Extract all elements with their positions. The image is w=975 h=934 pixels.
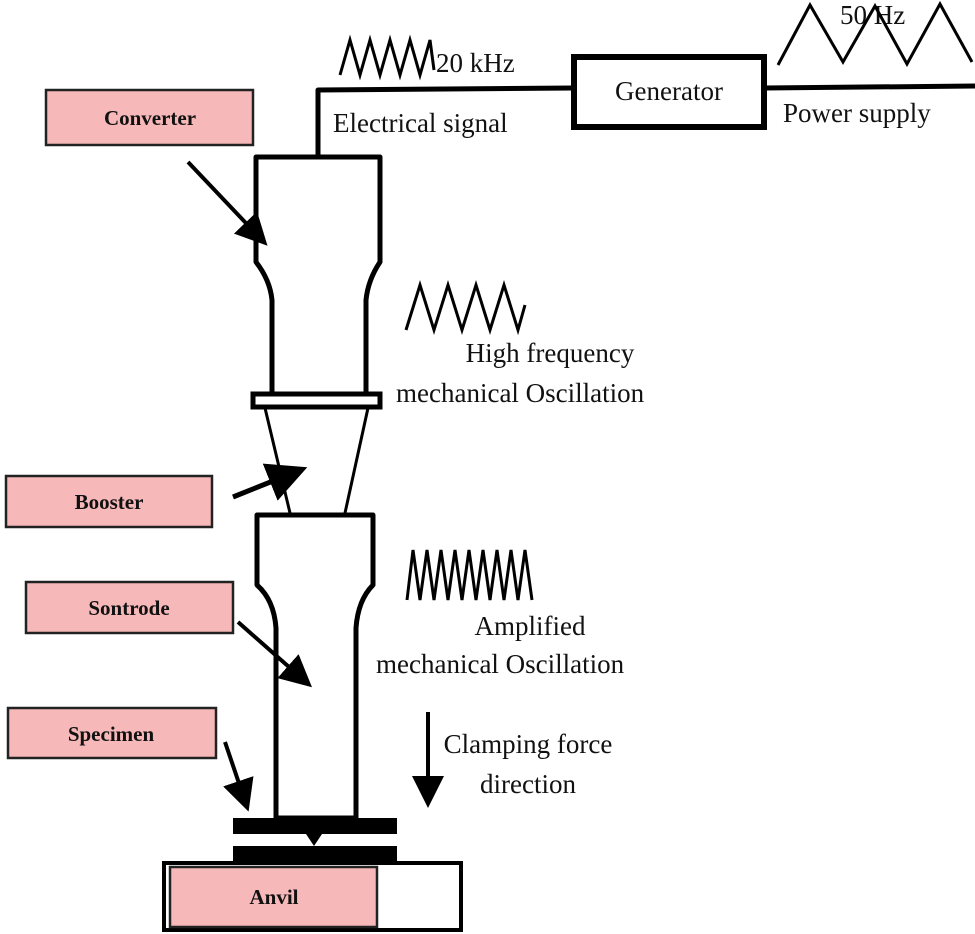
clamping-line1: Clamping force bbox=[444, 729, 613, 759]
signal-wire bbox=[315, 85, 573, 155]
sonotrode-label-box: Sontrode bbox=[24, 580, 235, 635]
specimen-label-box: Specimen bbox=[6, 706, 218, 760]
signal-label: Electrical signal bbox=[333, 108, 508, 138]
booster-body bbox=[263, 407, 370, 514]
converter-label: Converter bbox=[104, 106, 196, 130]
amplified-line1: Amplified bbox=[475, 611, 586, 641]
converter-body bbox=[253, 154, 383, 398]
amplified-wave-icon bbox=[405, 549, 534, 601]
sonotrode-pointer-arrow bbox=[236, 620, 312, 688]
clamping-line2: direction bbox=[480, 769, 576, 799]
booster-pointer-arrow bbox=[232, 463, 308, 501]
high-frequency-line2: mechanical Oscillation bbox=[396, 378, 645, 408]
specimen-pointer-arrow bbox=[223, 741, 254, 812]
amplified-line2: mechanical Oscillation bbox=[376, 649, 625, 679]
signal-frequency: 20 kHz bbox=[436, 48, 515, 78]
high-frequency-wave-icon bbox=[404, 279, 527, 336]
power-frequency: 50 Hz bbox=[840, 0, 905, 30]
converter-pointer-arrow bbox=[186, 160, 268, 246]
booster-label: Booster bbox=[75, 490, 144, 514]
high-frequency-line1: High frequency bbox=[466, 338, 635, 368]
specimen-label: Specimen bbox=[68, 722, 155, 746]
converter-label-box: Converter bbox=[44, 88, 255, 147]
sonotrode-label: Sontrode bbox=[88, 596, 169, 620]
generator-label: Generator bbox=[615, 76, 723, 106]
specimen-bottom-sheet bbox=[233, 846, 397, 862]
anvil-label: Anvil bbox=[249, 885, 298, 909]
converter-flange bbox=[250, 391, 383, 410]
power-wave-icon bbox=[776, 0, 974, 68]
anvil-label-box: Anvil bbox=[168, 865, 379, 929]
power-wire bbox=[764, 83, 975, 91]
specimen-top-sheet bbox=[233, 818, 397, 834]
sonotrode-body bbox=[254, 512, 376, 821]
signal-wave-icon bbox=[338, 34, 436, 81]
weld-tip bbox=[306, 834, 322, 846]
booster-label-box: Booster bbox=[4, 474, 214, 529]
power-label: Power supply bbox=[783, 98, 931, 128]
generator-box bbox=[571, 54, 767, 130]
